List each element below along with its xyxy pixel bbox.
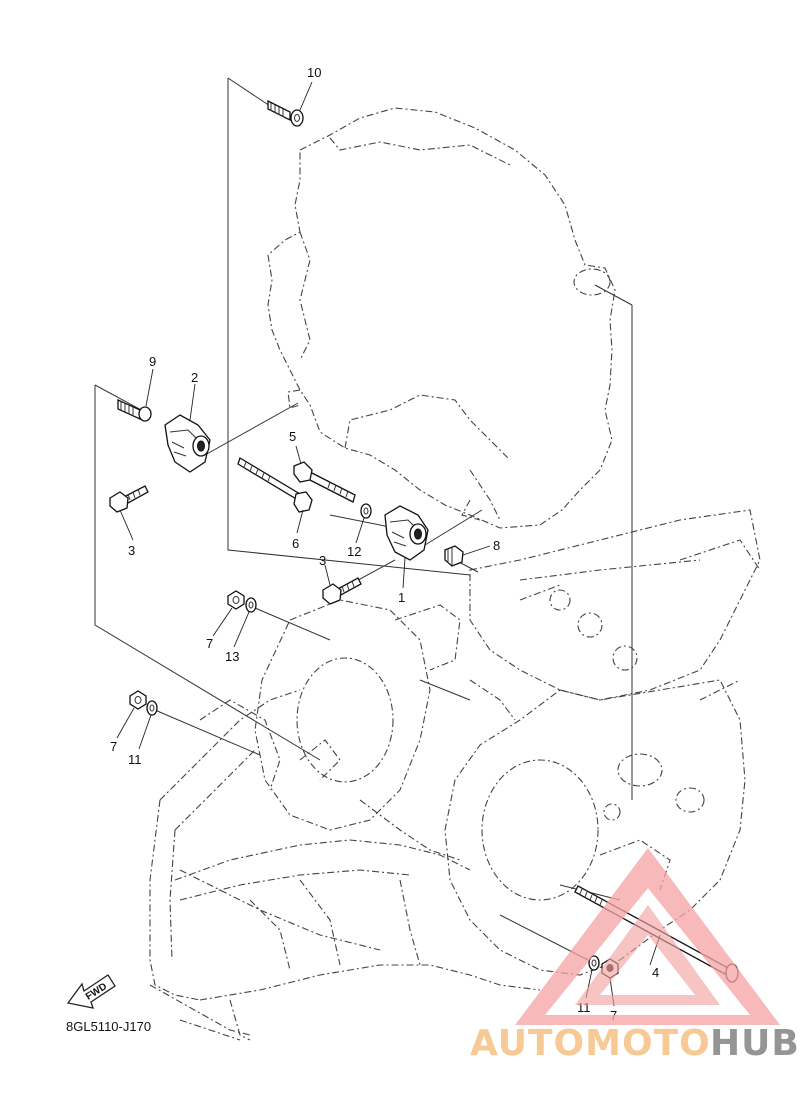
part-7-nut-middle: [129, 690, 147, 710]
engine-phantom-outline: [267, 107, 616, 529]
callout-1: 1: [398, 590, 405, 605]
callout-7-upper: 7: [206, 636, 213, 651]
fwd-label: FWD: [84, 981, 109, 1003]
watermark-text-automoto: AUTOMOTO: [470, 1023, 711, 1064]
callout-9: 9: [149, 354, 156, 369]
callout-3-left: 3: [128, 543, 135, 558]
frame-phantom-outline: [149, 509, 761, 1041]
part-9-bolt: [117, 398, 152, 422]
part-11-washer-lower: [588, 955, 600, 971]
part-13-washer: [245, 597, 257, 613]
part-2-engine-bracket: [164, 414, 211, 473]
automotohub-watermark: AUTOMOTO HUB: [470, 848, 800, 1064]
callout-3-right: 3: [319, 553, 326, 568]
part-5-long-bolt: [293, 461, 356, 503]
drawing-code: 8GL5110-J170: [66, 1019, 151, 1034]
callout-13: 13: [225, 649, 239, 664]
part-12-washer: [360, 503, 372, 519]
callout-4: 4: [652, 965, 659, 980]
callout-2: 2: [191, 370, 198, 385]
callout-10: 10: [307, 65, 321, 80]
leader-lines: [116, 81, 661, 1007]
part-1-engine-bracket: [384, 505, 429, 561]
callout-6: 6: [292, 536, 299, 551]
watermark-text-hub: HUB: [710, 1023, 800, 1064]
callout-12: 12: [347, 544, 361, 559]
part-11-washer-middle: [146, 700, 158, 716]
part-3-bolt-right: [322, 577, 362, 605]
part-8-nut: [444, 545, 464, 567]
part-10-bolt: [267, 99, 304, 127]
callout-8: 8: [493, 538, 500, 553]
fwd-arrow-icon: FWD: [66, 974, 116, 1009]
part-6-long-bolt: [237, 457, 313, 513]
part-3-bolt-left: [109, 485, 149, 513]
watermark-triangle-logo: [515, 848, 780, 1025]
callout-labels: 10 9 2 5 3 6 12 8 3 1 7 13 7 11 4 11 7: [110, 65, 659, 1023]
part-7-nut-upper: [227, 590, 245, 610]
callout-5: 5: [289, 429, 296, 444]
callout-11-middle: 11: [128, 752, 142, 767]
callout-7-middle: 7: [110, 739, 117, 754]
